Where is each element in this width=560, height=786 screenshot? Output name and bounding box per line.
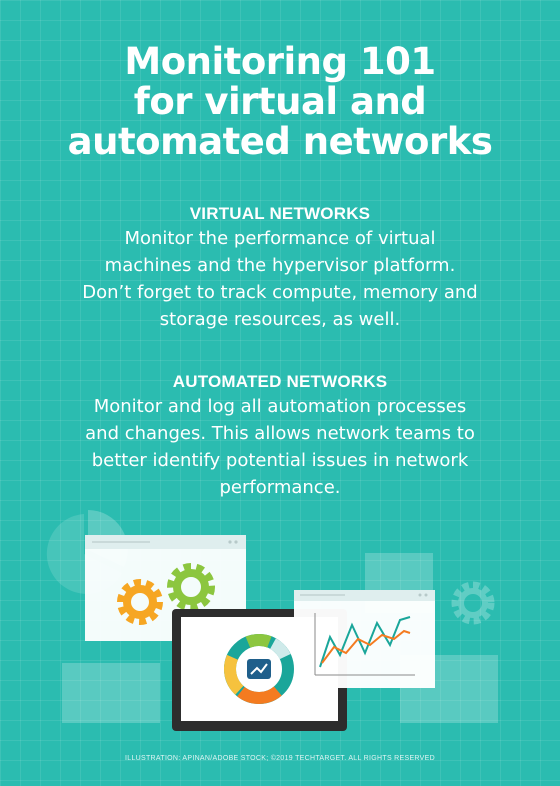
automated-networks-line: Monitor and log all automation processes [93,396,467,417]
virtual-networks-line: machines and the hypervisor platform. [104,255,456,276]
donut-chart-icon [224,634,294,704]
automated-networks-section: AUTOMATED NETWORKS Monitor and log all a… [30,372,530,501]
automated-networks-line: and changes. This allows network teams t… [85,423,475,444]
orange-gear-icon [117,579,163,625]
green-gear-icon [167,563,215,611]
automated-networks-line: better identify potential issues in netw… [91,450,469,471]
line-chart-window [294,590,435,688]
background-gear-icon [451,581,495,625]
page-title: Monitoring 101 for virtual and automated… [0,42,560,162]
background-panel-left [62,663,160,723]
gears-window [85,535,246,641]
title-line-2: for virtual and [133,80,427,123]
network-monitoring-illustration [46,510,498,731]
illustration-credit: ILLUSTRATION: APINAN/ADOBE STOCK; ©2019 … [125,755,435,762]
virtual-networks-text: Monitor the performance of virtual machi… [30,225,530,333]
virtual-networks-heading: VIRTUAL NETWORKS [189,204,371,223]
automated-networks-line: performance. [219,477,341,498]
virtual-networks-line: Monitor the performance of virtual [124,228,436,249]
teal-trend-line [319,616,411,668]
automated-networks-text: Monitor and log all automation processes… [30,393,530,501]
virtual-networks-line: Don’t forget to track compute, memory an… [82,282,478,303]
title-line-1: Monitoring 101 [124,40,436,83]
orange-trend-line [321,629,411,664]
virtual-networks-section: VIRTUAL NETWORKS Monitor the performance… [30,204,530,333]
title-line-3: automated networks [67,120,493,163]
virtual-networks-line: storage resources, as well. [159,309,401,330]
automated-networks-heading: AUTOMATED NETWORKS [172,372,388,391]
